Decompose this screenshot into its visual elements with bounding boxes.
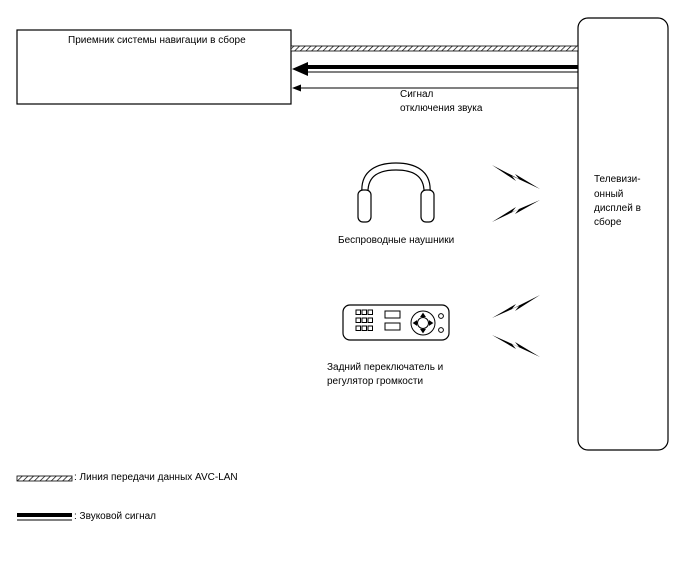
display-label-line-3: дисплей в <box>594 203 641 214</box>
avc-lan-line <box>290 45 579 52</box>
legend-audio-swatch <box>17 513 72 521</box>
legend: : Линия передачи данных AVC-LAN : Звуков… <box>16 472 238 522</box>
rear-remote-icon <box>342 304 450 341</box>
tv-display: Телевизи- онный дисплей в сборе <box>577 17 669 451</box>
legend-avc-lan-swatch <box>16 475 73 482</box>
mute-signal-label-line-1: Сигнал <box>400 89 434 100</box>
display-label-line-1: Телевизи- <box>594 174 641 185</box>
mute-signal-label-line-2: отключения звука <box>400 103 483 114</box>
legend-avc-lan-label: : Линия передачи данных AVC-LAN <box>74 472 238 483</box>
rear-remote-label-line-2: регулятор громкости <box>327 376 423 387</box>
audio-signal-arrow <box>292 62 578 76</box>
rear-remote-label-line-1: Задний переключатель и <box>327 362 443 373</box>
navigation-receiver: Приемник системы навигации в сборе <box>16 29 292 105</box>
receiver-label: Приемник системы навигации в сборе <box>68 34 246 46</box>
headphones-icon <box>357 162 435 223</box>
display-label-line-2: онный <box>594 189 623 200</box>
legend-audio-label: : Звуковой сигнал <box>74 511 156 522</box>
wireless-signal-icon <box>492 165 540 357</box>
mute-signal-arrow: Сигнал отключения звука <box>292 84 578 114</box>
display-label-line-4: сборе <box>594 216 622 228</box>
headphones-label: Беспроводные наушники <box>338 235 454 246</box>
